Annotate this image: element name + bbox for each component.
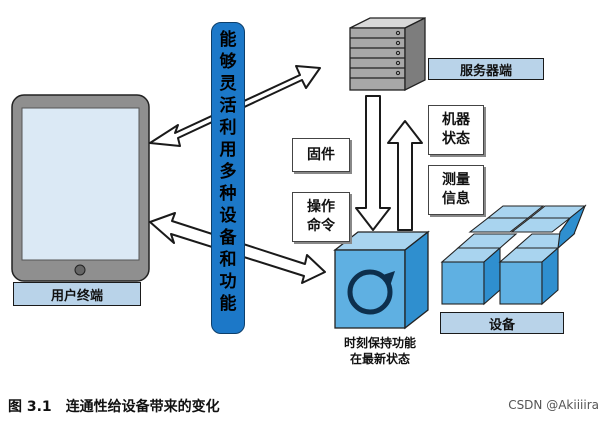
figure-caption: 图 3.1 连通性给设备带来的变化 [8, 396, 220, 416]
arrow-up [387, 120, 423, 231]
note-command: 操作 命令 [292, 192, 350, 242]
watermark: CSDN @Akiiiira [508, 398, 599, 412]
device-label: 设备 [440, 312, 564, 334]
sync-text-line2: 在最新状态 [349, 352, 410, 366]
band-text: 能够灵活利用多种设备和功能 [219, 30, 237, 314]
main-device-cube [333, 230, 430, 330]
device-cluster [440, 204, 587, 306]
flexible-use-band: 能够灵活利用多种设备和功能 [211, 22, 245, 334]
note-firmware: 固件 [292, 138, 350, 172]
arrow-down [355, 95, 391, 231]
caption-number: 图 3.1 [8, 399, 52, 415]
note-machine-state: 机器 状态 [428, 105, 484, 155]
sync-text: 时刻保持功能 在最新状态 [324, 335, 436, 367]
server-label: 服务器端 [428, 58, 544, 80]
user-terminal-label: 用户终端 [13, 282, 141, 306]
note-measure-info: 测量 信息 [428, 165, 484, 215]
tablet-device [11, 94, 150, 282]
sync-text-line1: 时刻保持功能 [343, 336, 416, 350]
caption-title: 连通性给设备带来的变化 [65, 399, 220, 415]
server-stack [349, 16, 426, 92]
